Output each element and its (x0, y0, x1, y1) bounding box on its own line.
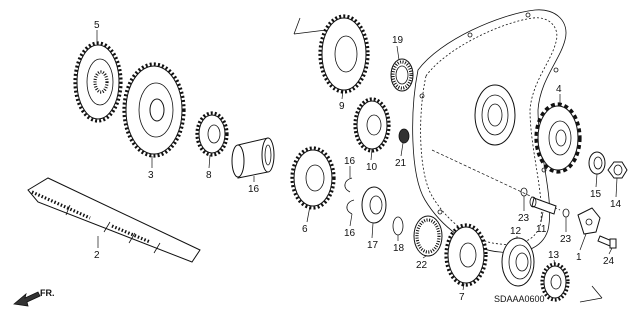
callout-20: 19 (392, 35, 404, 46)
gear-7 (444, 223, 488, 287)
callout-11: 11 (536, 224, 547, 235)
bolt-24 (597, 235, 617, 249)
front-direction-arrow: FR. (13, 288, 55, 307)
gear-3 (122, 62, 186, 158)
callout-24: 24 (603, 256, 615, 267)
callout-22: 22 (416, 260, 428, 271)
direction-label: FR. (40, 288, 55, 298)
callout-1: 1 (576, 252, 582, 263)
callout-13: 13 (548, 250, 560, 261)
callout-18: 17 (367, 240, 379, 251)
callout-23-left: 23 (518, 213, 530, 224)
section-arrow-bottom (579, 285, 603, 303)
needle-bearing-22 (413, 215, 443, 257)
callout-9: 9 (339, 101, 345, 112)
transmission-housing (412, 9, 567, 254)
mainshaft (27, 177, 201, 263)
callout-15: 15 (590, 189, 602, 200)
gear-5 (73, 41, 123, 123)
shaft-11 (529, 196, 557, 215)
bracket-1 (577, 207, 601, 235)
callout-23-right: 23 (560, 234, 572, 245)
callout-21: 21 (395, 158, 407, 169)
callout-4: 4 (556, 84, 562, 95)
nut-14 (607, 161, 628, 179)
gear-8 (195, 111, 229, 157)
callout-19: 18 (393, 243, 405, 254)
callout-17: 16 (248, 184, 260, 195)
washer-15 (588, 151, 606, 175)
callout-2: 2 (94, 250, 100, 261)
gear-9 (318, 14, 370, 94)
callout-8: 8 (206, 170, 212, 181)
collar-17 (231, 137, 275, 179)
snap-ring-16 (344, 177, 355, 215)
roller-21 (398, 128, 410, 144)
callout-14: 14 (610, 199, 622, 210)
gear-10 (353, 97, 391, 153)
callout-16-lower: 16 (344, 228, 356, 239)
gear-13 (540, 262, 570, 302)
washer-18 (361, 186, 387, 224)
callout-7: 7 (459, 292, 465, 303)
callout-10: 10 (366, 162, 378, 173)
gear-6 (290, 146, 336, 210)
leader-lines (96, 30, 618, 291)
callout-5: 5 (94, 20, 100, 31)
hub-12 (501, 237, 535, 287)
snap-ring-19 (392, 216, 404, 236)
drawing-code: SDAAA0600 (494, 294, 545, 304)
callout-12: 12 (510, 226, 522, 237)
callout-16-upper: 16 (344, 156, 356, 167)
needle-bearing-20 (390, 58, 414, 92)
callout-3: 3 (148, 170, 154, 181)
section-arrow-top (293, 17, 327, 35)
callout-6: 6 (302, 224, 308, 235)
parking-gear-4 (534, 102, 582, 174)
